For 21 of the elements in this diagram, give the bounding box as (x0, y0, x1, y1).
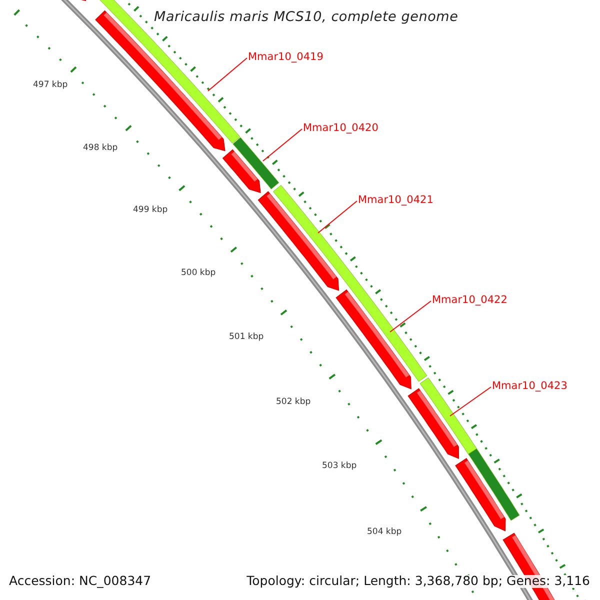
genome-info-text: Topology: circular; Length: 3,368,780 bp; Genes: 3,116 (246, 575, 590, 588)
gene-label: Mmar10_0420 (303, 123, 378, 134)
diagram-title: Maricaulis maris MCS10, complete genome (154, 11, 458, 24)
leader-line (262, 128, 302, 162)
leader-line (390, 300, 432, 332)
scale-label: 502 kbp (276, 398, 311, 406)
scale-label: 497 kbp (33, 81, 68, 90)
scale-label: 499 kbp (133, 206, 168, 214)
scale-label: 498 kbp (83, 144, 118, 152)
scale-label: 503 kbp (322, 462, 357, 470)
leader-line (318, 200, 358, 234)
accession-text: Accession: NC_008347 (9, 575, 152, 588)
gene-label: Mmar10_0419 (248, 52, 324, 62)
scale-label: 501 kbp (229, 333, 264, 342)
scale-label: 504 kbp (367, 528, 402, 536)
gene-label: Mmar10_0423 (492, 381, 568, 392)
gene-label: Mmar10_0422 (432, 295, 508, 306)
leader-line (208, 58, 248, 92)
leader-line (450, 386, 492, 416)
gene-label: Mmar10_0421 (358, 195, 434, 206)
scale-label: 500 kbp (181, 269, 216, 278)
